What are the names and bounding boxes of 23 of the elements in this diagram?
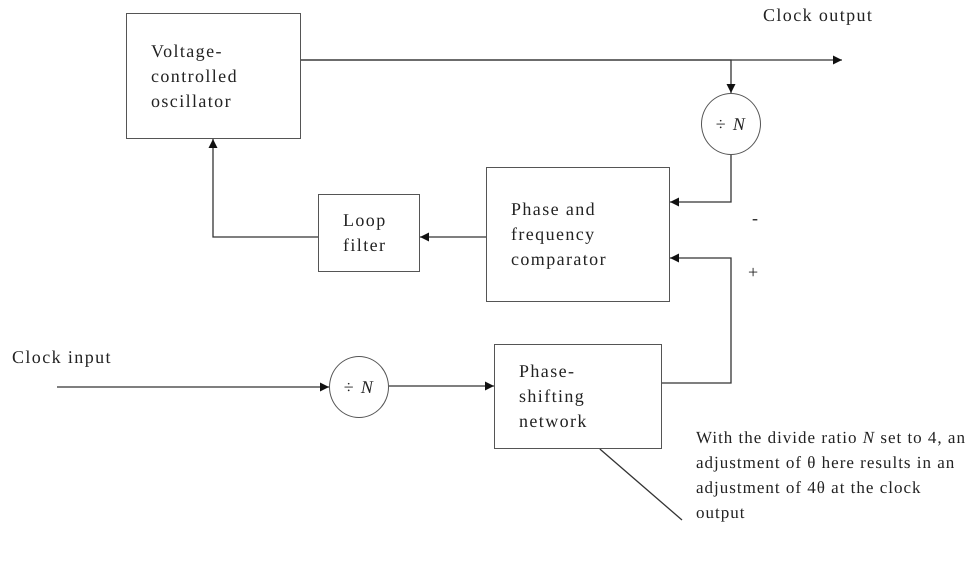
arrow <box>389 382 494 390</box>
arrow <box>670 155 732 206</box>
node-label: Phase and frequency comparator <box>511 198 608 271</box>
arrow <box>301 59 736 93</box>
network-box <box>494 344 662 449</box>
oscillator-box <box>126 13 301 139</box>
label: - <box>752 208 760 229</box>
node-label: ÷ N <box>344 376 374 398</box>
arrow <box>208 139 318 238</box>
label: Clock output <box>763 5 874 26</box>
label: Clock input <box>12 347 112 368</box>
arrow <box>662 254 732 384</box>
arrow <box>420 232 486 242</box>
leader-line <box>599 448 682 520</box>
comparator-box <box>486 167 670 302</box>
arrow <box>57 382 329 392</box>
node-label: Loop filter <box>343 209 388 257</box>
filter-box <box>318 194 420 272</box>
node-label: Phase-shifting network <box>519 360 589 433</box>
note-text: With the divide ratio N set to 4, an adjustment of θ here results in an adjustment of 4θ at the clock output <box>682 425 970 565</box>
node-label: Voltage-controlled oscillator <box>151 40 239 112</box>
node-label: ÷ N <box>716 112 746 136</box>
label: + <box>748 262 760 283</box>
